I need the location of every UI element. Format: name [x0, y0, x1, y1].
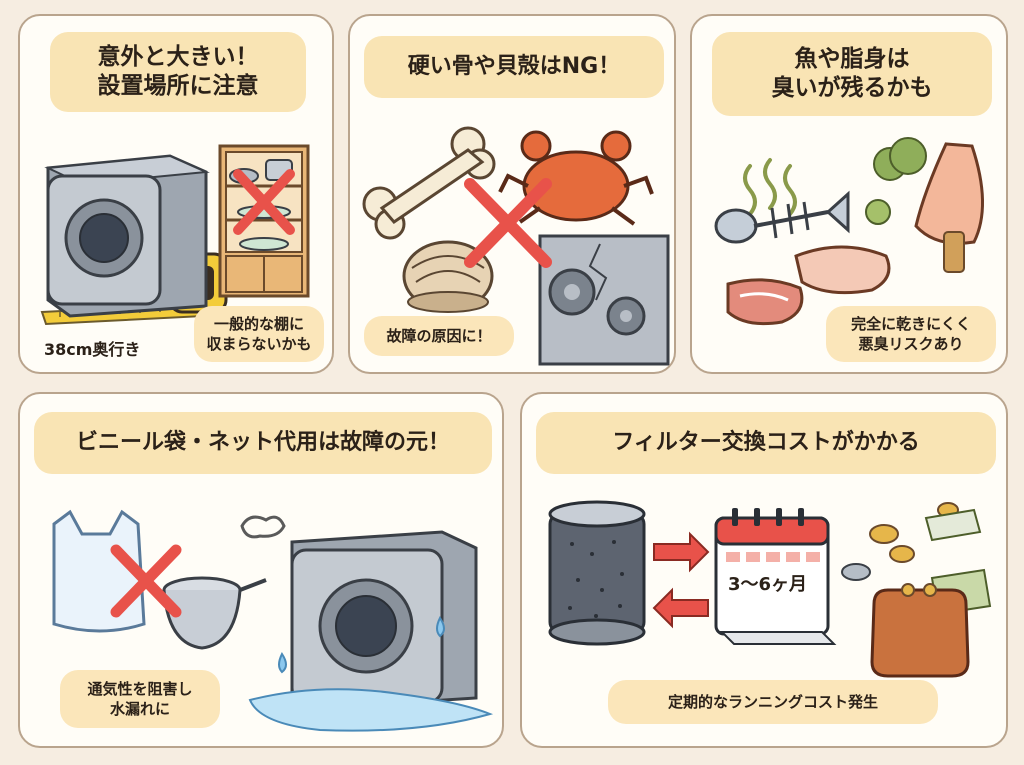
depth-label: 38cm奥行き: [44, 340, 141, 359]
odor-illustration: [714, 137, 985, 326]
calendar-icon: [714, 508, 837, 645]
fish-bone-icon: [714, 190, 850, 244]
title-line-1: 意外と大きい！: [97, 44, 259, 71]
steam-icon: [240, 515, 286, 539]
water-leak-icon: [248, 616, 494, 732]
speech-bubble: 一般的な棚に 収まらないかも: [194, 306, 324, 362]
panel-title: フィルター交換コストがかかる: [536, 412, 996, 474]
speech-bubble: 定期的なランニングコスト発生: [608, 680, 938, 724]
bubble-line-2: 水漏れに: [109, 700, 170, 718]
panel-plastic-bag: ビニール袋・ネット代用は故障の元！ 通気性を阻害し 水漏れに: [18, 392, 504, 748]
panel-title: 意外と大きい！ 設置場所に注意: [50, 32, 306, 112]
odor-wave-icon: [743, 158, 797, 216]
panel-filter-cost: フィルター交換コストがかかる: [520, 392, 1008, 748]
filter-cost-illustration: [548, 500, 992, 678]
bag-net-illustration: [52, 509, 494, 732]
panel-installation-space: 意外と大きい！ 設置場所に注意: [18, 14, 334, 374]
title-line-2: 設置場所に注意: [97, 73, 259, 99]
cross-mark-icon: [233, 169, 295, 235]
wallet-icon: [870, 583, 970, 678]
nose-icon: [914, 142, 985, 273]
cross-mark-icon: [110, 544, 182, 618]
hard-waste-illustration: [362, 126, 670, 366]
coins-icon: [841, 502, 959, 581]
dryer-appliance-icon: [290, 530, 478, 710]
bubble-line-1: 通気性を阻害し: [87, 679, 193, 698]
speech-bubble: 通気性を阻害し 水漏れに: [60, 670, 220, 728]
panel-hard-bones: 硬い骨や貝殻はNG！: [348, 14, 676, 374]
bubble-line-1: 完全に乾きにくく: [851, 314, 971, 333]
panel-title: 魚や脂身は 臭いが残るかも: [712, 32, 992, 116]
dryer-appliance-icon: [44, 154, 210, 318]
bubble-line-1: 一般的な棚に: [213, 314, 304, 333]
panel-fish-odor: 魚や脂身は 臭いが残るかも: [690, 14, 1008, 374]
shelf-icon: [218, 144, 310, 298]
speech-bubble: 完全に乾きにくく 悪臭リスクあり: [826, 306, 996, 362]
bubble-line-2: 悪臭リスクあり: [858, 335, 964, 353]
meat-icon: [726, 245, 891, 326]
title-line-1: 魚や脂身は: [794, 46, 910, 73]
mesh-strainer-icon: [162, 576, 267, 650]
panel-title: ビニール袋・ネット代用は故障の元！: [34, 412, 492, 474]
title-line-2: 臭いが残るかも: [771, 75, 933, 101]
bubble-line-2: 収まらないかも: [206, 335, 312, 353]
speech-bubble: 故障の原因に！: [364, 316, 514, 356]
broken-machine-icon: [538, 234, 670, 366]
bone-icon: [362, 126, 496, 240]
filter-cartridge-icon: [548, 500, 646, 646]
cross-mark-icon: [464, 178, 552, 268]
odor-cloud-icon: [865, 137, 927, 225]
appliance-illustration: [40, 144, 310, 326]
panel-title: 硬い骨や貝殻はNG！: [364, 36, 664, 98]
calendar-interval-label: 3〜6ヶ月: [728, 574, 808, 595]
exchange-arrows-icon: [652, 531, 710, 629]
crab-icon: [498, 130, 654, 226]
